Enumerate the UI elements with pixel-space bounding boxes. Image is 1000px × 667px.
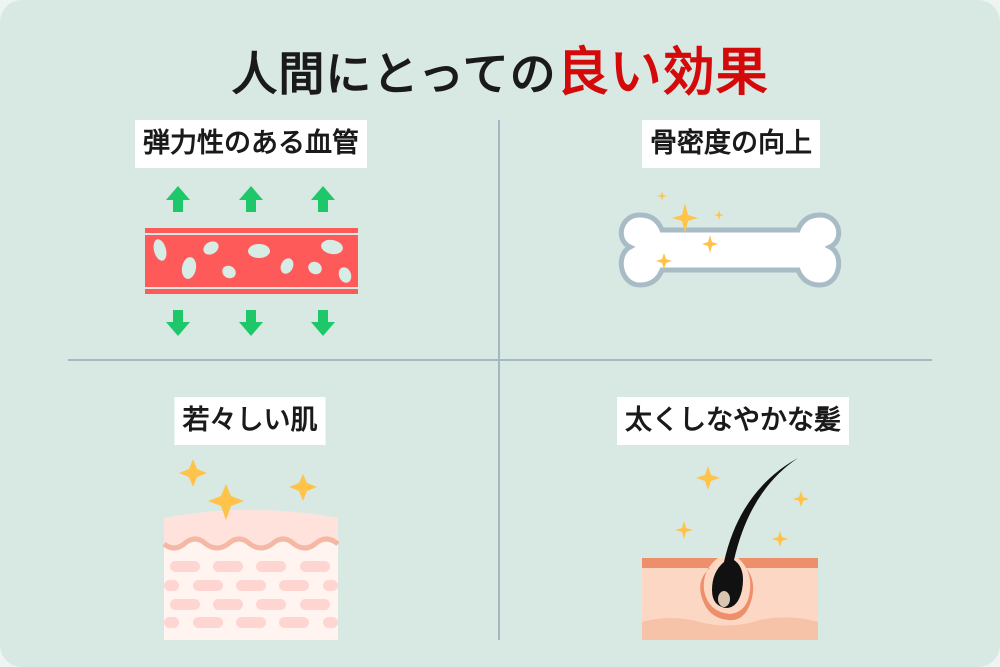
page-title: 人間にとっての良い効果 [0,30,1000,105]
blood-vessel-icon [145,186,358,336]
arrow-down-icons [166,310,335,336]
bone-icon [618,191,842,288]
sparkle-icons [656,191,724,269]
vertical-divider [498,120,500,640]
panel-label-hair: 太くしなやかな髪 [617,397,849,445]
panel-label-bone: 骨密度の向上 [642,120,820,168]
horizontal-divider [68,359,932,361]
arrow-up-icons [166,186,335,212]
skin-layers-icon [162,459,340,640]
title-prefix: 人間にとっての [231,47,557,101]
sparkle-icons [179,459,317,520]
sparkle-icons [675,466,809,547]
panel-label-blood-vessel: 弾力性のある血管 [135,120,367,168]
title-accent: 良い効果 [556,43,769,103]
hair-follicle-icon [642,458,818,640]
panel-label-skin: 若々しい肌 [174,397,326,445]
